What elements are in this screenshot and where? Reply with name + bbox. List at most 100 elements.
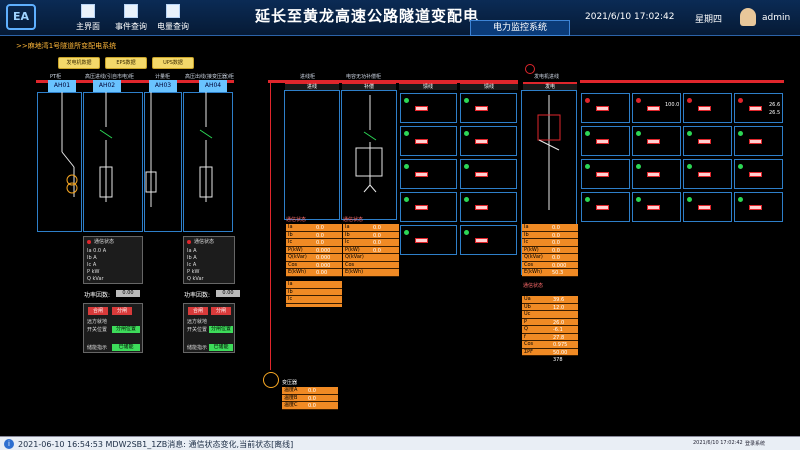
status-dot [636, 197, 641, 202]
lv-single-line-diagram [355, 95, 561, 210]
feeder-cell[interactable] [581, 93, 630, 123]
logout-link[interactable]: 登录系统 [745, 441, 766, 447]
feeder-cell[interactable] [460, 93, 517, 123]
info-icon: i [4, 439, 14, 449]
ah02-open-button[interactable]: 分闸 [112, 307, 132, 315]
cab-tab-generator[interactable]: 发电 [523, 82, 577, 90]
home-icon [81, 4, 95, 18]
status-dot [687, 131, 692, 136]
cab-tab-compensation[interactable]: 补偿 [342, 82, 396, 90]
breaker-indicator [475, 106, 488, 111]
nav-energy-query-button[interactable]: 电量查询 [148, 2, 198, 36]
eps-data-button[interactable]: EPS数据 [105, 57, 147, 69]
transformer-icon [263, 372, 279, 388]
weekday: 星期四 [695, 15, 723, 25]
ah04-energy-state: 已储能 [209, 344, 233, 351]
feeder-cell[interactable] [734, 192, 783, 222]
feeder-cell[interactable] [632, 192, 681, 222]
feeder-cell[interactable] [400, 192, 457, 222]
feeder-cell[interactable] [400, 93, 457, 123]
feeder-cell[interactable] [400, 159, 457, 189]
feeder-cell[interactable] [683, 126, 732, 156]
user-name[interactable]: admin [762, 13, 791, 23]
ups-data-button[interactable]: UPS数据 [152, 57, 194, 69]
feeder-cell[interactable] [581, 126, 630, 156]
breaker-indicator [647, 205, 660, 210]
feeder-cell[interactable] [734, 159, 783, 189]
ah02-values: Ia 0.0 A Ib A Ic A P kW Q kVar [87, 248, 107, 282]
nav-event-label: 事件查询 [115, 22, 147, 31]
ah04-control-box: 合闸 分闸 远方就地 开关位置 分闸位置 储能指示 已储能 [183, 303, 235, 353]
cabinet-ah04[interactable]: AH04 [199, 80, 227, 92]
cab-tab-feeder-2[interactable]: 馈线 [460, 82, 518, 90]
breaker-indicator [415, 205, 428, 210]
feeder-cell[interactable] [460, 126, 517, 156]
nav-main-button[interactable]: 主界面 [63, 2, 113, 36]
busbar-lv-main [268, 80, 518, 83]
comm-status-dot [87, 240, 91, 244]
status-dot [404, 197, 409, 202]
feeder-cell[interactable] [683, 159, 732, 189]
breaker-indicator [647, 139, 660, 144]
ah02-control-box: 合闸 分闸 远方就地 开关位置 分闸位置 储能指示 已储能 [83, 303, 143, 353]
comm-status-dot [187, 240, 191, 244]
feeder-cell[interactable] [460, 192, 517, 222]
status-dot [585, 131, 590, 136]
feeder-cell[interactable] [460, 159, 517, 189]
cell-value: 100.0 [665, 102, 680, 108]
ah02-power-factor: 0.00 [116, 290, 140, 297]
status-dot [404, 164, 409, 169]
status-dot [687, 98, 692, 103]
breaker-indicator [596, 172, 609, 177]
feeder-cell[interactable] [632, 159, 681, 189]
panel-incoming [284, 90, 340, 220]
feeder-cell[interactable] [632, 126, 681, 156]
cell-value: 26.6 [769, 102, 781, 108]
ah04-open-button[interactable]: 分闸 [211, 307, 231, 315]
feeder-cell[interactable] [400, 225, 457, 255]
ah02-close-button[interactable]: 合闸 [88, 307, 108, 315]
cab-tab-feeder-1[interactable]: 馈线 [399, 82, 457, 90]
feeder-cell[interactable] [581, 192, 630, 222]
cabinet-ah02[interactable]: AH02 [93, 80, 121, 92]
feeder-cell[interactable] [683, 93, 732, 123]
status-dot [738, 131, 743, 136]
breaker-indicator [698, 172, 711, 177]
ah04-power-factor-label: 功率因数: [184, 292, 211, 299]
cabinet-title-pt: PT柜 [50, 74, 62, 80]
cabinet-ah03[interactable]: AH03 [149, 80, 177, 92]
status-dot [464, 197, 469, 202]
generator-icon [525, 64, 535, 74]
feeder-cell[interactable] [581, 159, 630, 189]
status-dot [636, 164, 641, 169]
feeder-cell[interactable]: 100.0 [632, 93, 681, 123]
status-dot [585, 164, 590, 169]
feeder-cell[interactable] [460, 225, 517, 255]
cab-tab-incoming[interactable]: 进线 [285, 82, 339, 90]
breaker-indicator [698, 106, 711, 111]
clock: 2021/6/10 17:02:42 [585, 12, 675, 22]
nav-event-query-button[interactable]: 事件查询 [106, 2, 156, 36]
feed-line [270, 80, 271, 370]
bus-label-capacitor: 电容无功补偿柜 [346, 74, 382, 80]
feeder-cell[interactable] [734, 126, 783, 156]
generator-data-button[interactable]: 发电机数据 [58, 57, 100, 69]
status-message: 2021-06-10 16:54:53 MDW2SB1_1ZB消息: 通信状态变… [18, 440, 294, 449]
compensation-status: 通信状态 [343, 217, 364, 223]
status-bar: i 2021-06-10 16:54:53 MDW2SB1_1ZB消息: 通信状… [0, 436, 800, 450]
comm-status-label: 通信状态 [94, 239, 115, 245]
cabinet-ah01[interactable]: AH01 [48, 80, 76, 92]
feeder-cell[interactable] [400, 126, 457, 156]
breaker-indicator [596, 205, 609, 210]
left-single-line-diagram [61, 92, 213, 207]
feeder-cell[interactable] [683, 192, 732, 222]
ah04-close-button[interactable]: 合闸 [188, 307, 208, 315]
